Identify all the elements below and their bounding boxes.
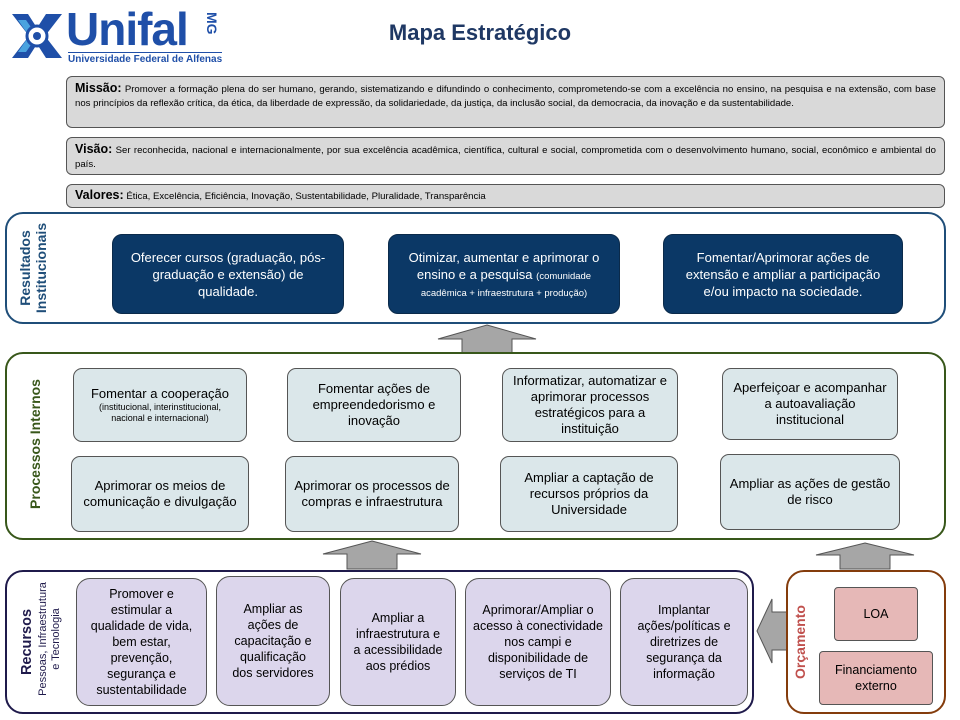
- processo-box: Ampliar as ações de gestão de risco: [720, 454, 900, 530]
- arrow-up-icon: [322, 540, 422, 570]
- resultado-box: Otimizar, aumentar e aprimorar o ensino …: [388, 234, 620, 314]
- resultado-box: Oferecer cursos (graduação, pós-graduaçã…: [112, 234, 344, 314]
- processos-label: Processos Internos: [27, 379, 43, 509]
- recurso-text: Ampliar a infraestrutura e a acessibilid…: [353, 611, 443, 673]
- recurso-text: Implantar ações/políticas e diretrizes d…: [637, 603, 731, 681]
- unifal-emblem-icon: [12, 14, 62, 58]
- recurso-box: Ampliar a infraestrutura e a acessibilid…: [340, 578, 456, 706]
- recurso-text: Aprimorar/Ampliar o acesso à conectivida…: [473, 603, 603, 681]
- arrow-up-icon: [815, 542, 915, 570]
- logo-subtitle: Universidade Federal de Alfenas: [68, 52, 223, 65]
- resultado-text: Fomentar/Aprimorar ações de extensão e a…: [685, 249, 881, 299]
- resultados-label-line2: Institucionais: [33, 222, 49, 314]
- orcamento-text: Financiamento externo: [835, 663, 917, 693]
- resultados-label: Resultados Institucionais: [17, 213, 49, 323]
- processo-box: Aprimorar os processos de compras e infr…: [285, 456, 459, 532]
- missao-box: Missão: Promover a formação plena do ser…: [66, 76, 945, 128]
- recursos-sublabel-line2: e Tecnologia: [50, 608, 62, 670]
- missao-key: Missão:: [75, 81, 122, 95]
- visao-key: Visão:: [75, 142, 113, 156]
- orcamento-text: LOA: [863, 607, 889, 621]
- orcamento-box: Financiamento externo: [819, 651, 933, 705]
- recurso-text: Promover e estimular a qualidade de vida…: [90, 587, 193, 697]
- recursos-sublabel-line1: Pessoas, Infraestrutura: [37, 582, 49, 696]
- page-title: Mapa Estratégico: [388, 20, 572, 45]
- orcamento-box: LOA: [834, 587, 918, 641]
- valores-key: Valores: [75, 188, 120, 202]
- resultado-text: Oferecer cursos (graduação, pós-graduaçã…: [130, 249, 326, 299]
- processo-small-text: (institucional, interinstitucional, naci…: [98, 402, 222, 423]
- recursos-label: Recursos: [19, 608, 35, 676]
- processo-text: Ampliar a captação de recursos próprios …: [524, 470, 654, 517]
- missao-text: Promover a formação plena do ser humano,…: [75, 84, 936, 109]
- processo-box: Aprimorar os meios de comunicação e divu…: [71, 456, 249, 532]
- valores-text: Ética, Excelência, Eficiência, Inovação,…: [126, 191, 486, 202]
- visao-text: Ser reconhecida, nacional e internaciona…: [75, 145, 936, 170]
- processo-text: Fomentar ações de empreendedorismo e ino…: [312, 381, 436, 428]
- processo-text: Fomentar a cooperação: [90, 386, 230, 401]
- processo-text: Ampliar as ações de gestão de risco: [729, 476, 891, 507]
- processo-box: Informatizar, automatizar e aprimorar pr…: [502, 368, 678, 442]
- recurso-box: Aprimorar/Ampliar o acesso à conectivida…: [465, 578, 611, 706]
- unifal-logo: Unifal MG Universidade Federal de Alfena…: [8, 3, 223, 66]
- resultados-label-line1: Resultados: [17, 230, 33, 306]
- processo-text: Aprimorar os meios de comunicação e divu…: [83, 478, 237, 509]
- orcamento-label: Orçamento: [792, 605, 808, 679]
- visao-box: Visão: Ser reconhecida, nacional e inter…: [66, 137, 945, 175]
- processo-box: Ampliar a captação de recursos próprios …: [500, 456, 678, 532]
- resultado-box: Fomentar/Aprimorar ações de extensão e a…: [663, 234, 903, 314]
- arrow-left-icon: [756, 598, 788, 664]
- logo-state: MG: [204, 12, 220, 35]
- recurso-text: Ampliar as ações de capacitação e qualif…: [232, 602, 314, 680]
- recurso-box: Promover e estimular a qualidade de vida…: [76, 578, 207, 706]
- logo-wordmark: Unifal: [66, 3, 189, 55]
- valores-box: Valores: Ética, Excelência, Eficiência, …: [66, 184, 945, 208]
- resultado-small-text: (comunidade acadêmica + infraestrutura +…: [420, 270, 592, 299]
- processo-box: Fomentar a cooperação (institucional, in…: [73, 368, 247, 442]
- processo-box: Aperfeiçoar e acompanhar a autoavaliação…: [722, 368, 898, 440]
- resultado-text: Otimizar, aumentar e aprimorar o ensino …: [408, 249, 600, 282]
- recurso-box: Implantar ações/políticas e diretrizes d…: [620, 578, 748, 706]
- processo-box: Fomentar ações de empreendedorismo e ino…: [287, 368, 461, 442]
- recurso-box: Ampliar as ações de capacitação e qualif…: [216, 576, 330, 706]
- processo-text: Aprimorar os processos de compras e infr…: [294, 478, 450, 509]
- processo-text: Aperfeiçoar e acompanhar a autoavaliação…: [733, 380, 887, 427]
- processo-text: Informatizar, automatizar e aprimorar pr…: [513, 373, 667, 436]
- recursos-sublabel: Pessoas, Infraestrutura e Tecnologia: [37, 564, 63, 714]
